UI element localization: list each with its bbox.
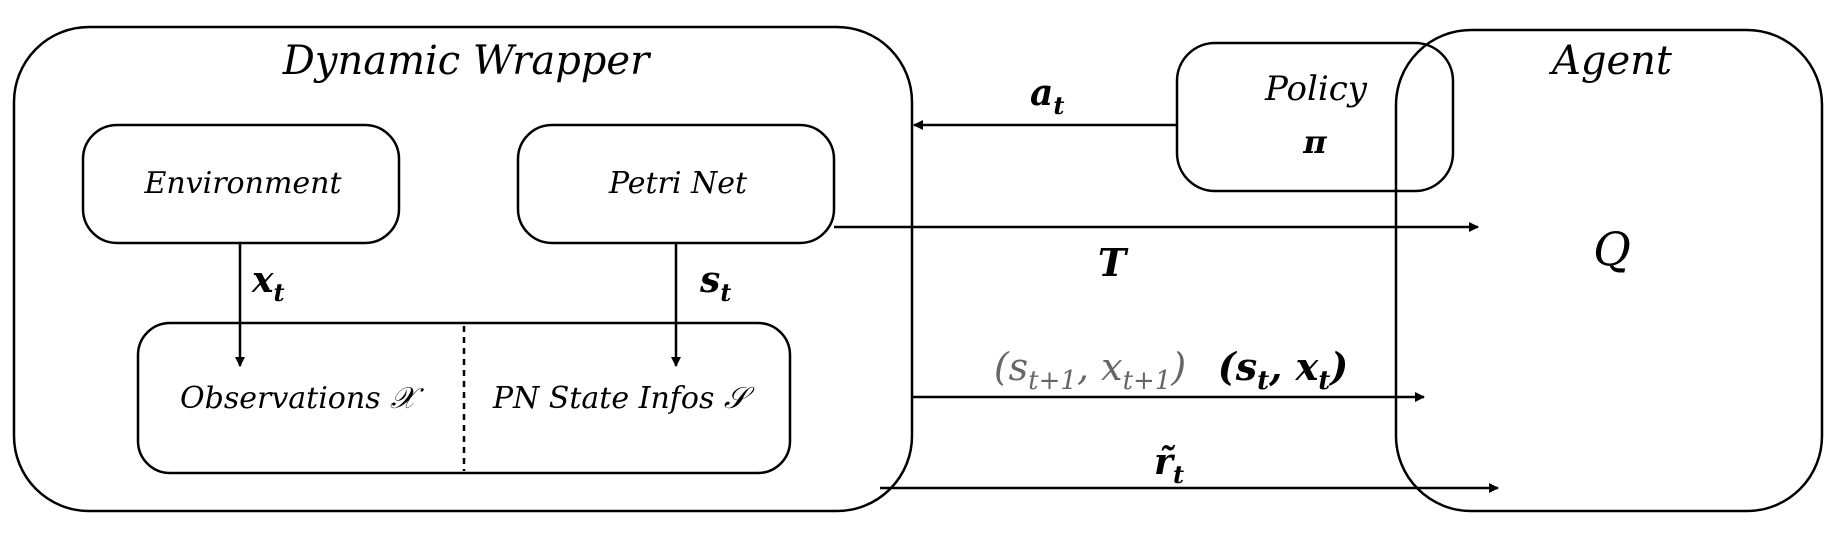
label-xt: xt (251, 259, 285, 307)
policy-symbol: π (1302, 123, 1327, 161)
agent-box (1394, 28, 1824, 513)
dynamic-wrapper-title: Dynamic Wrapper (282, 38, 652, 84)
agent-title: Agent (1548, 38, 1673, 84)
policy-label: Policy (1264, 69, 1368, 109)
observations-label: Observations 𝒳 (180, 381, 424, 416)
policy-box (1175, 41, 1455, 193)
state-box (136, 321, 792, 475)
label-T: T (1098, 240, 1129, 285)
pn-state-name: PN State Infos (492, 381, 715, 416)
petri-net-label: Petri Net (608, 166, 748, 201)
pn-state-symbol: 𝒮 (724, 381, 755, 416)
q-function-label: Q (1593, 222, 1631, 276)
environment-label: Environment (143, 166, 342, 201)
pn-state-label: PN State Infos 𝒮 (492, 381, 755, 416)
label-st: st (699, 259, 731, 307)
label-current-state: (st, xt) (1218, 344, 1349, 396)
label-at: at (1030, 72, 1064, 120)
label-reward: r̃t (1154, 441, 1184, 489)
label-next-state: (st+1, xt+1) (994, 345, 1186, 396)
observations-name: Observations (180, 381, 381, 416)
dynamic-wrapper-box (12, 25, 914, 513)
observations-symbol: 𝒳 (390, 381, 424, 416)
